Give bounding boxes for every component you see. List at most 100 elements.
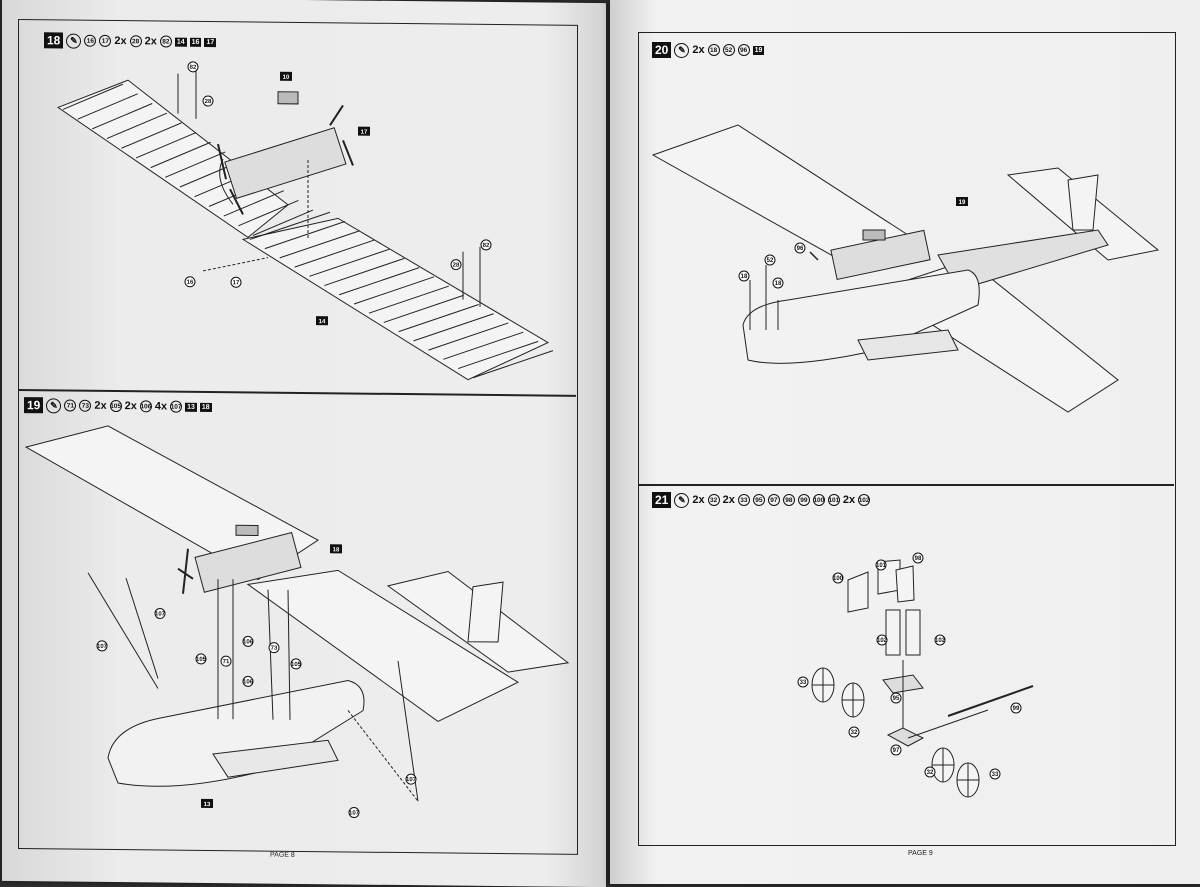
svg-text:18: 18 xyxy=(741,274,748,280)
step-number: 20 xyxy=(652,42,672,58)
svg-text:102: 102 xyxy=(935,638,946,644)
svg-text:18: 18 xyxy=(775,281,782,287)
part-number-circle: 107 xyxy=(170,400,183,413)
wing-rib-line xyxy=(121,122,182,149)
step-divider-right xyxy=(638,484,1174,486)
decal-number-square: 13 xyxy=(185,402,197,412)
wing-rib-line xyxy=(443,331,524,360)
wing-rib-line xyxy=(339,267,420,296)
svg-text:13: 13 xyxy=(204,802,211,808)
quantity-label: 2x xyxy=(692,494,705,506)
svg-text:105: 105 xyxy=(291,662,302,668)
svg-text:107: 107 xyxy=(97,644,108,650)
wing-rib-line xyxy=(398,304,479,333)
wing-rib-line xyxy=(150,141,211,169)
part-number-circle: 95 xyxy=(752,494,765,506)
part-number-circle: 33 xyxy=(737,494,750,506)
wing-rib-line xyxy=(324,257,405,287)
svg-text:97: 97 xyxy=(893,748,900,754)
svg-text:17: 17 xyxy=(233,280,240,286)
part-number-circle: 52 xyxy=(722,44,735,56)
quantity-label: 2x xyxy=(124,400,137,413)
svg-text:52: 52 xyxy=(767,258,774,264)
page-number-left: PAGE 8 xyxy=(270,851,295,859)
svg-text:107: 107 xyxy=(406,777,417,783)
svg-text:106: 106 xyxy=(243,639,254,645)
svg-text:82: 82 xyxy=(190,65,197,71)
svg-text:82: 82 xyxy=(483,243,490,249)
wing-rib-line xyxy=(106,112,168,140)
wing-rib-line xyxy=(252,209,314,236)
wing-rib-line xyxy=(428,322,509,351)
wing-rib-line xyxy=(457,340,539,370)
part-number-circle: 106 xyxy=(139,400,152,413)
wing-rib-line xyxy=(368,285,450,314)
wing-rib-line xyxy=(413,313,494,342)
svg-text:14: 14 xyxy=(319,319,326,325)
part-number-circle: 96 xyxy=(737,44,750,56)
svg-text:17: 17 xyxy=(361,130,368,136)
svg-text:98: 98 xyxy=(915,556,922,562)
svg-text:33: 33 xyxy=(800,680,807,686)
svg-text:95: 95 xyxy=(893,696,900,702)
svg-text:107: 107 xyxy=(349,810,360,816)
svg-text:10: 10 xyxy=(283,75,290,81)
quantity-label: 2x xyxy=(722,494,735,506)
decal-number-square: 19 xyxy=(752,45,765,55)
wing-rib-line xyxy=(223,190,284,217)
part-number-circle: 105 xyxy=(109,399,122,413)
part-number-circle: 32 xyxy=(707,494,720,506)
wing-rib-line xyxy=(383,294,464,323)
wing-rib-line xyxy=(92,103,153,130)
wing-rib-line xyxy=(249,211,331,240)
glue-brush-icon: ✎ xyxy=(46,397,62,413)
part-number-circle: 71 xyxy=(64,399,77,412)
wing-rib-line xyxy=(353,276,435,305)
svg-text:96: 96 xyxy=(797,246,804,252)
svg-text:33: 33 xyxy=(992,772,999,778)
step-number: 19 xyxy=(24,397,44,414)
svg-text:100: 100 xyxy=(833,576,844,582)
svg-text:107: 107 xyxy=(155,611,166,617)
quantity-label: 2x xyxy=(94,399,107,412)
part-number-circle: 102 xyxy=(858,494,871,506)
quantity-label: 4x xyxy=(154,400,168,413)
decal-number-square: 18 xyxy=(199,402,212,412)
svg-text:73: 73 xyxy=(271,646,278,652)
wing-rib-line xyxy=(264,221,346,250)
part-number-circle: 100 xyxy=(812,494,825,506)
quantity-label: 2x xyxy=(842,494,856,506)
part-number-circle: 101 xyxy=(827,494,840,506)
page-number-right: PAGE 9 xyxy=(908,850,933,857)
quantity-label: 2x xyxy=(692,44,705,56)
svg-text:32: 32 xyxy=(851,730,858,736)
svg-text:71: 71 xyxy=(223,659,230,665)
svg-text:28: 28 xyxy=(205,99,212,105)
svg-text:32: 32 xyxy=(927,770,934,776)
svg-text:102: 102 xyxy=(877,638,888,644)
wing-rib-line xyxy=(165,151,226,178)
wing-rib-line xyxy=(77,93,138,120)
svg-text:18: 18 xyxy=(333,547,340,553)
glue-brush-icon: ✎ xyxy=(674,492,690,508)
wing-rib-line xyxy=(294,239,375,268)
svg-text:16: 16 xyxy=(187,280,194,286)
svg-text:106: 106 xyxy=(243,679,254,685)
wing-rib-line xyxy=(238,199,299,227)
wing-rib-line xyxy=(279,230,360,259)
wing-rib-line xyxy=(62,83,124,110)
svg-text:105: 105 xyxy=(196,657,207,663)
step-number: 21 xyxy=(652,492,672,508)
glue-brush-icon: ✎ xyxy=(674,42,690,58)
right-page-frame xyxy=(638,32,1176,846)
part-number-circle: 99 xyxy=(797,494,810,506)
wing-rib-line xyxy=(472,350,554,379)
